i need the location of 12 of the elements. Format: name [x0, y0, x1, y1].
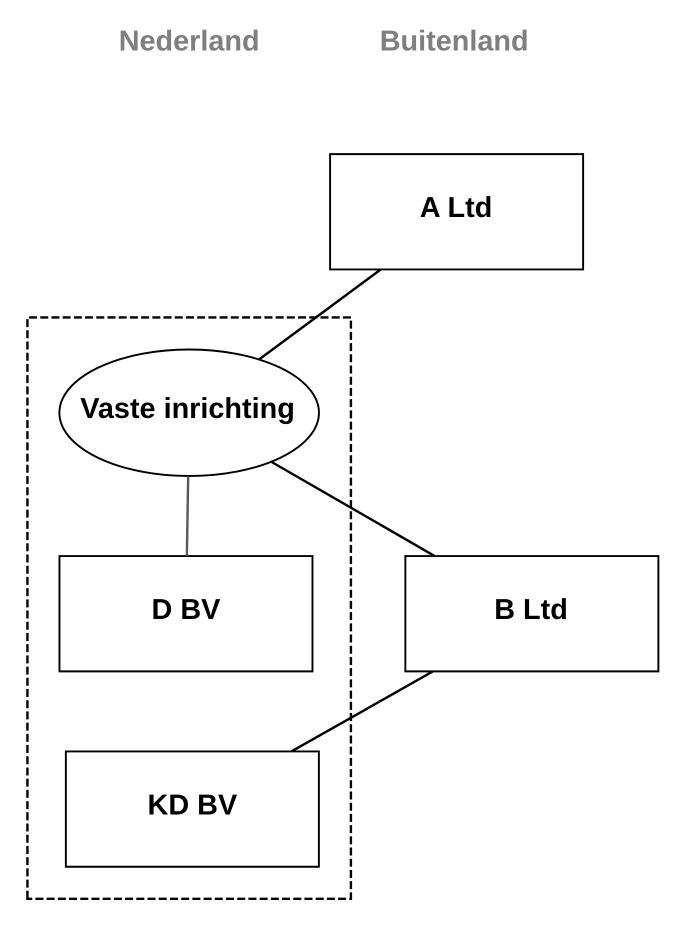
label: Buitenland — [380, 25, 529, 58]
connector — [258, 268, 382, 360]
connector — [271, 460, 435, 556]
cluster — [26, 316, 352, 900]
node-box: D BV — [58, 554, 314, 672]
connector — [186, 476, 190, 556]
node-box: B Ltd — [404, 554, 660, 672]
node-box: A Ltd — [329, 152, 584, 270]
node-box: KD BV — [64, 750, 320, 868]
label: Nederland — [118, 25, 260, 58]
connector — [291, 670, 434, 752]
node-ellipse: Vaste inrichting — [58, 348, 320, 476]
